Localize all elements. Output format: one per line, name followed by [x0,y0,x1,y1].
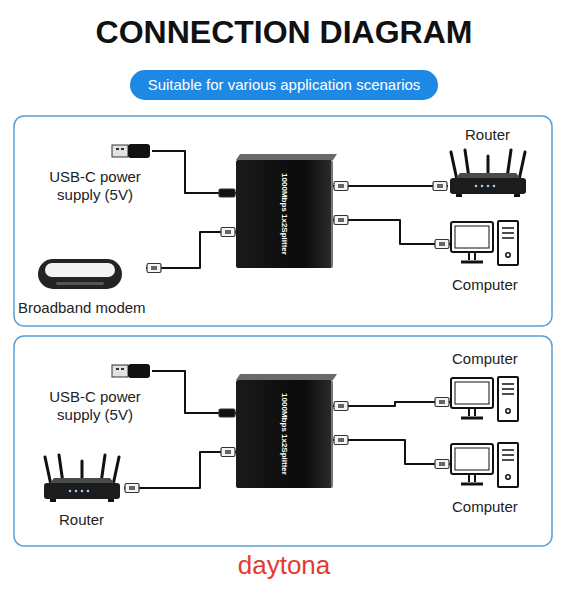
usb-plug-icon [112,364,150,378]
rj45-plug [334,402,348,411]
computer-icon [451,221,518,265]
computer: Computer [450,442,520,516]
computer: Computer [450,350,520,422]
cable-group [333,436,450,469]
plug-latch [151,266,157,270]
usb-c-plug [219,409,235,417]
rj45-plug [433,182,447,191]
cable-group [124,448,236,493]
network-cable [124,452,236,488]
computer: Computer [450,220,520,294]
rj45-plug [435,398,449,407]
plug-latch [338,184,344,188]
rj45-plug [221,448,235,457]
network-cable [152,151,236,193]
rj45-plug [435,240,449,249]
node-label: 1000Mbps 1x2Splitter [279,393,288,475]
diagram-title: CONNECTION DIAGRAM [0,14,568,51]
rj45-plug [334,216,348,225]
scenario-panel [14,336,552,546]
brand-logo: daytona [0,550,568,581]
cable-group [152,151,236,197]
router: Router [40,455,124,529]
network-cable [333,440,450,464]
plug-latch [338,404,344,408]
plug-latch [439,400,445,404]
subtitle-pill: Suitable for various application scenari… [130,70,439,100]
node-label: Computer [452,498,518,516]
node-label: Computer [452,276,518,294]
router: Router [448,126,528,198]
splitter-box: 1000Mbps 1x2Splitter [236,380,333,488]
power-supply: USB-C power supply (5V) [43,362,153,424]
plug-latch [225,230,231,234]
usb-c-plug [219,189,235,197]
plug-latch [437,184,443,188]
router-icon [450,150,526,197]
rj45-plug [334,182,348,191]
plug-latch [129,486,135,490]
cable-group [333,398,450,411]
network-cable [152,371,236,413]
rj45-plug [435,460,449,469]
node-label: Suitable for various application scenari… [148,76,421,94]
rj45-plug [221,228,235,237]
computer-icon [451,377,518,421]
plug-latch [439,242,445,246]
rj45-plug [334,436,348,445]
cable-group [152,371,236,417]
computer-icon [451,443,518,487]
modem-icon [38,259,122,289]
plug-latch [338,438,344,442]
node-label: Broadband modem [18,299,146,317]
node-label: USB-C power supply (5V) [43,168,148,204]
node-label: Router [59,511,104,529]
network-cable [146,232,236,268]
splitter-box: 1000Mbps 1x2Splitter [236,160,333,268]
node-label: 1000Mbps 1x2Splitter [279,173,288,255]
cable-group [146,228,236,273]
plug-latch [439,462,445,466]
node-label: Computer [452,350,518,368]
broadband-modem: Broadband modem [18,255,146,317]
router-icon [44,455,120,502]
node-label: Router [465,126,510,144]
rj45-plug [147,264,161,273]
network-cable [333,402,450,406]
plug-latch [338,218,344,222]
cable-group [333,216,450,249]
plug-latch [225,450,231,454]
rj45-plug [125,484,139,493]
node-label: USB-C power supply (5V) [43,388,148,424]
scenario-panel [14,116,552,326]
cable-group [333,182,448,191]
power-supply: USB-C power supply (5V) [43,142,153,204]
usb-plug-icon [112,144,150,158]
network-cable [333,185,448,187]
network-cable [333,220,450,244]
